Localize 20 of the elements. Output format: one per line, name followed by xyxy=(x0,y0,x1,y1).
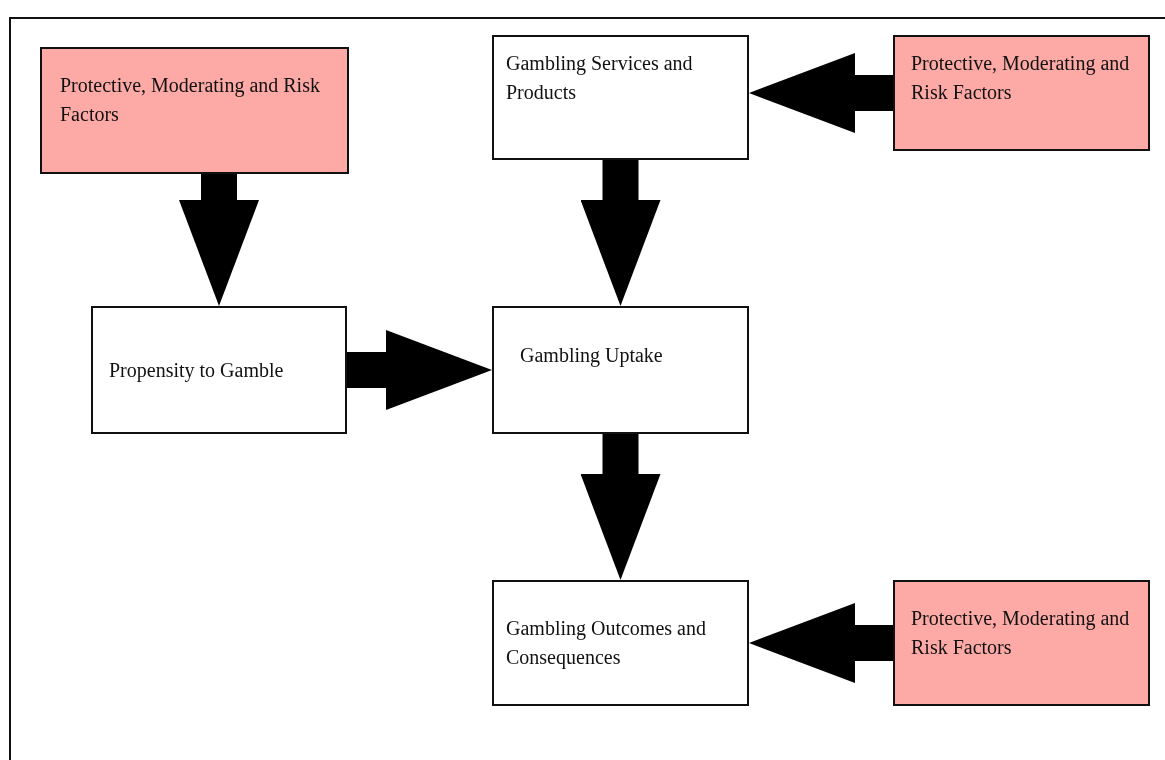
box-label: Protective, Moderating and Risk Factors xyxy=(60,73,321,127)
factor-box xyxy=(40,47,349,174)
box-label: Protective, Moderating and Risk Factors xyxy=(911,606,1131,660)
box-label: Protective, Moderating and Risk Factors xyxy=(911,51,1131,105)
box-label: Gambling Outcomes and Consequences xyxy=(506,616,707,671)
block-arrow xyxy=(179,174,259,306)
process-box xyxy=(91,306,347,434)
factor-box xyxy=(893,35,1150,151)
factor-box xyxy=(893,580,1150,706)
process-box xyxy=(492,306,749,434)
box-label: Gambling Uptake xyxy=(520,343,663,369)
block-arrow xyxy=(749,53,893,133)
block-arrow xyxy=(580,434,661,580)
process-box xyxy=(492,35,749,160)
box-label: Propensity to Gamble xyxy=(109,357,284,384)
process-box xyxy=(492,580,749,706)
block-arrow xyxy=(749,603,893,683)
box-label: Gambling Services and Products xyxy=(506,51,694,105)
block-arrow xyxy=(347,330,492,410)
block-arrow xyxy=(580,160,661,306)
